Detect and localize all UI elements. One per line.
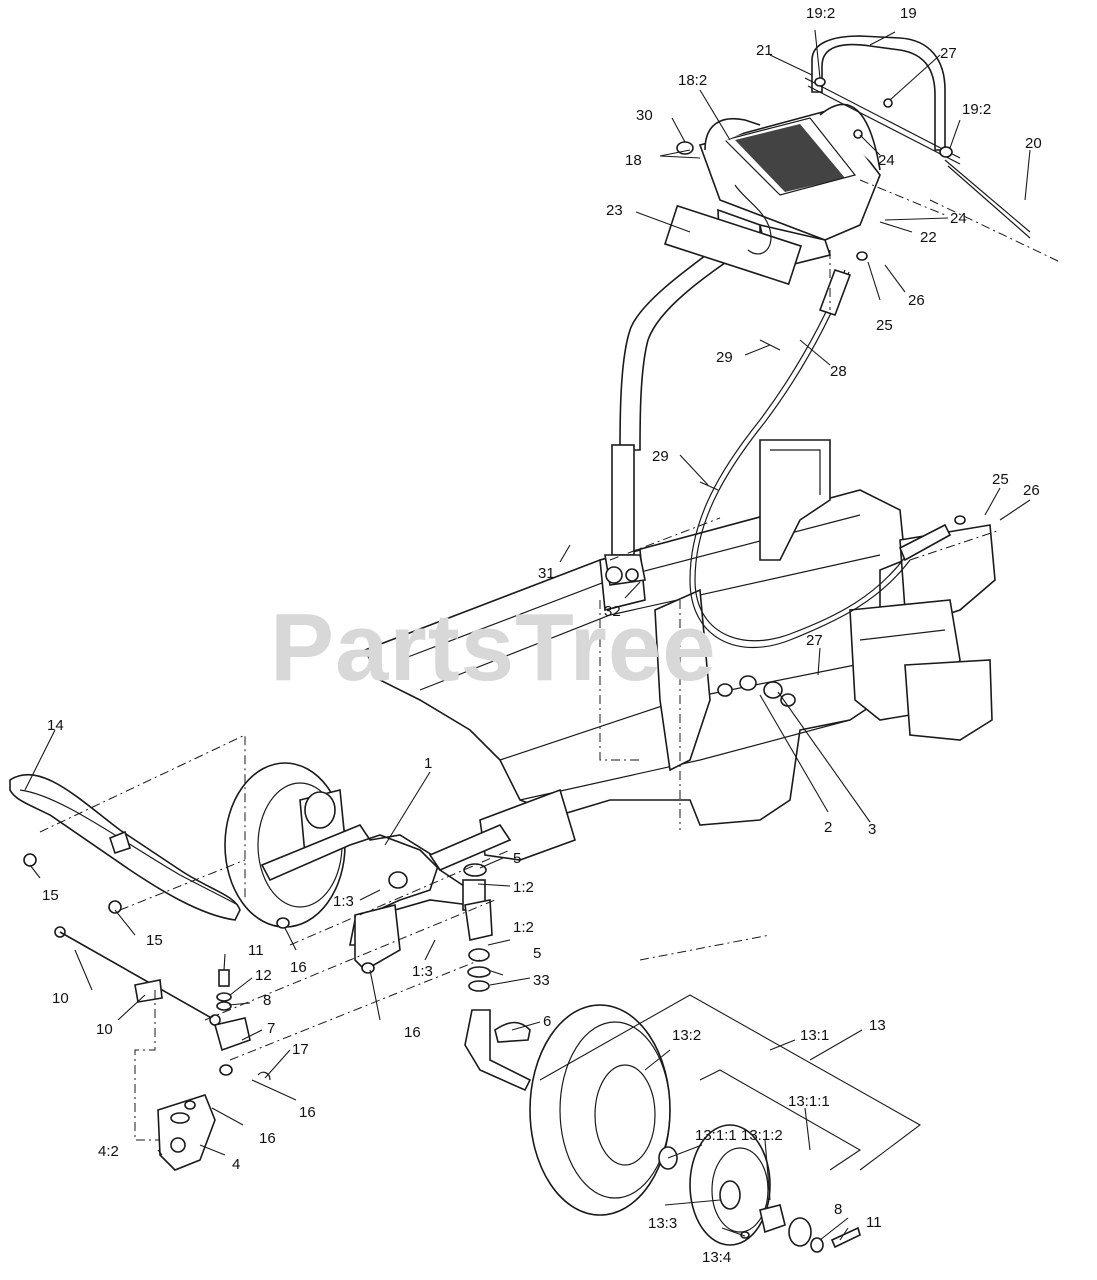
callout-23: 23 <box>606 202 623 219</box>
callout-13: 13 <box>869 1017 886 1034</box>
callout-1: 1 <box>424 755 432 772</box>
callout-5a: 5 <box>513 850 521 867</box>
callout-2: 2 <box>824 819 832 836</box>
callout-13-1-2: 13:1:2 <box>741 1127 783 1144</box>
callout-24a: 24 <box>878 152 895 169</box>
callout-14: 14 <box>47 717 64 734</box>
callout-11b: 11 <box>866 1214 882 1231</box>
callout-26b: 26 <box>1023 482 1040 499</box>
callout-26a: 26 <box>908 292 925 309</box>
rear-rollbar <box>804 35 1031 239</box>
tie-rod-assembly <box>54 926 271 1081</box>
watermark: PartsTree <box>270 594 717 701</box>
leader-lines <box>24 29 1031 1241</box>
callout-30: 30 <box>636 107 653 124</box>
steering-column <box>604 228 757 586</box>
callout-1-3b: 1:3 <box>412 963 433 980</box>
callout-29a: 29 <box>716 349 733 366</box>
callout-1-2b: 1:2 <box>513 919 534 936</box>
callout-12: 12 <box>255 967 272 984</box>
callout-19-2a: 19:2 <box>806 5 835 22</box>
callout-15b: 15 <box>146 932 163 949</box>
callout-27a: 27 <box>940 45 957 62</box>
callout-27b: 27 <box>806 632 823 649</box>
callout-4-2: 4:2 <box>98 1143 119 1160</box>
callout-16c: 16 <box>299 1104 316 1121</box>
callout-1-2a: 1:2 <box>513 879 534 896</box>
callout-13-1-1a: 13:1:1 <box>695 1127 737 1144</box>
callout-16b: 16 <box>404 1024 421 1041</box>
callout-5b: 5 <box>533 945 541 962</box>
callout-13-4: 13:4 <box>702 1249 731 1266</box>
callout-18: 18 <box>625 152 642 169</box>
callout-1-3a: 1:3 <box>333 893 354 910</box>
callout-17: 17 <box>292 1041 309 1058</box>
callout-8a: 8 <box>263 992 271 1009</box>
callout-31: 31 <box>538 565 555 582</box>
callout-28: 28 <box>830 363 847 380</box>
control-panel <box>663 103 881 286</box>
callout-13-1: 13:1 <box>800 1027 829 1044</box>
group-brackets <box>539 994 922 1171</box>
callout-29b: 29 <box>652 448 669 465</box>
callout-21: 21 <box>756 42 773 59</box>
callout-33: 33 <box>533 972 550 989</box>
callout-25a: 25 <box>876 317 893 334</box>
callout-19: 19 <box>900 5 917 22</box>
callout-8b: 8 <box>834 1201 842 1218</box>
callout-7: 7 <box>267 1020 275 1037</box>
cable-assemblies <box>689 251 966 649</box>
wheel-assembly <box>529 1004 861 1253</box>
callout-13-3: 13:3 <box>648 1215 677 1232</box>
callout-25b: 25 <box>992 471 1009 488</box>
callout-10a: 10 <box>52 990 69 1007</box>
callout-18-2: 18:2 <box>678 72 707 89</box>
callout-13-2: 13:2 <box>672 1027 701 1044</box>
callout-15a: 15 <box>42 887 59 904</box>
alignment-lines <box>39 179 1061 1141</box>
callout-16a: 16 <box>290 959 307 976</box>
callout-32: 32 <box>604 603 621 620</box>
callout-16d: 16 <box>259 1130 276 1147</box>
left-spindle-bracket <box>157 1094 216 1171</box>
callout-20: 20 <box>1025 135 1042 152</box>
callout-11a: 11 <box>248 942 264 959</box>
front-bumper <box>9 773 241 921</box>
frame-assembly <box>363 439 996 861</box>
callout-19-2b: 19:2 <box>962 101 991 118</box>
callout-13-1-1b: 13:1:1 <box>788 1093 830 1110</box>
callout-22: 22 <box>920 229 937 246</box>
right-spindle <box>464 1009 532 1092</box>
callout-3: 3 <box>868 821 876 838</box>
callout-6: 6 <box>543 1013 551 1030</box>
callout-10b: 10 <box>96 1021 113 1038</box>
callout-4: 4 <box>232 1156 240 1173</box>
pivot-bushings <box>462 863 493 992</box>
callout-24b: 24 <box>950 210 967 227</box>
callout-labels: 1 1:2 1:2 1:3 1:3 2 3 4 4:2 5 5 6 7 8 8 … <box>42 5 1042 1266</box>
